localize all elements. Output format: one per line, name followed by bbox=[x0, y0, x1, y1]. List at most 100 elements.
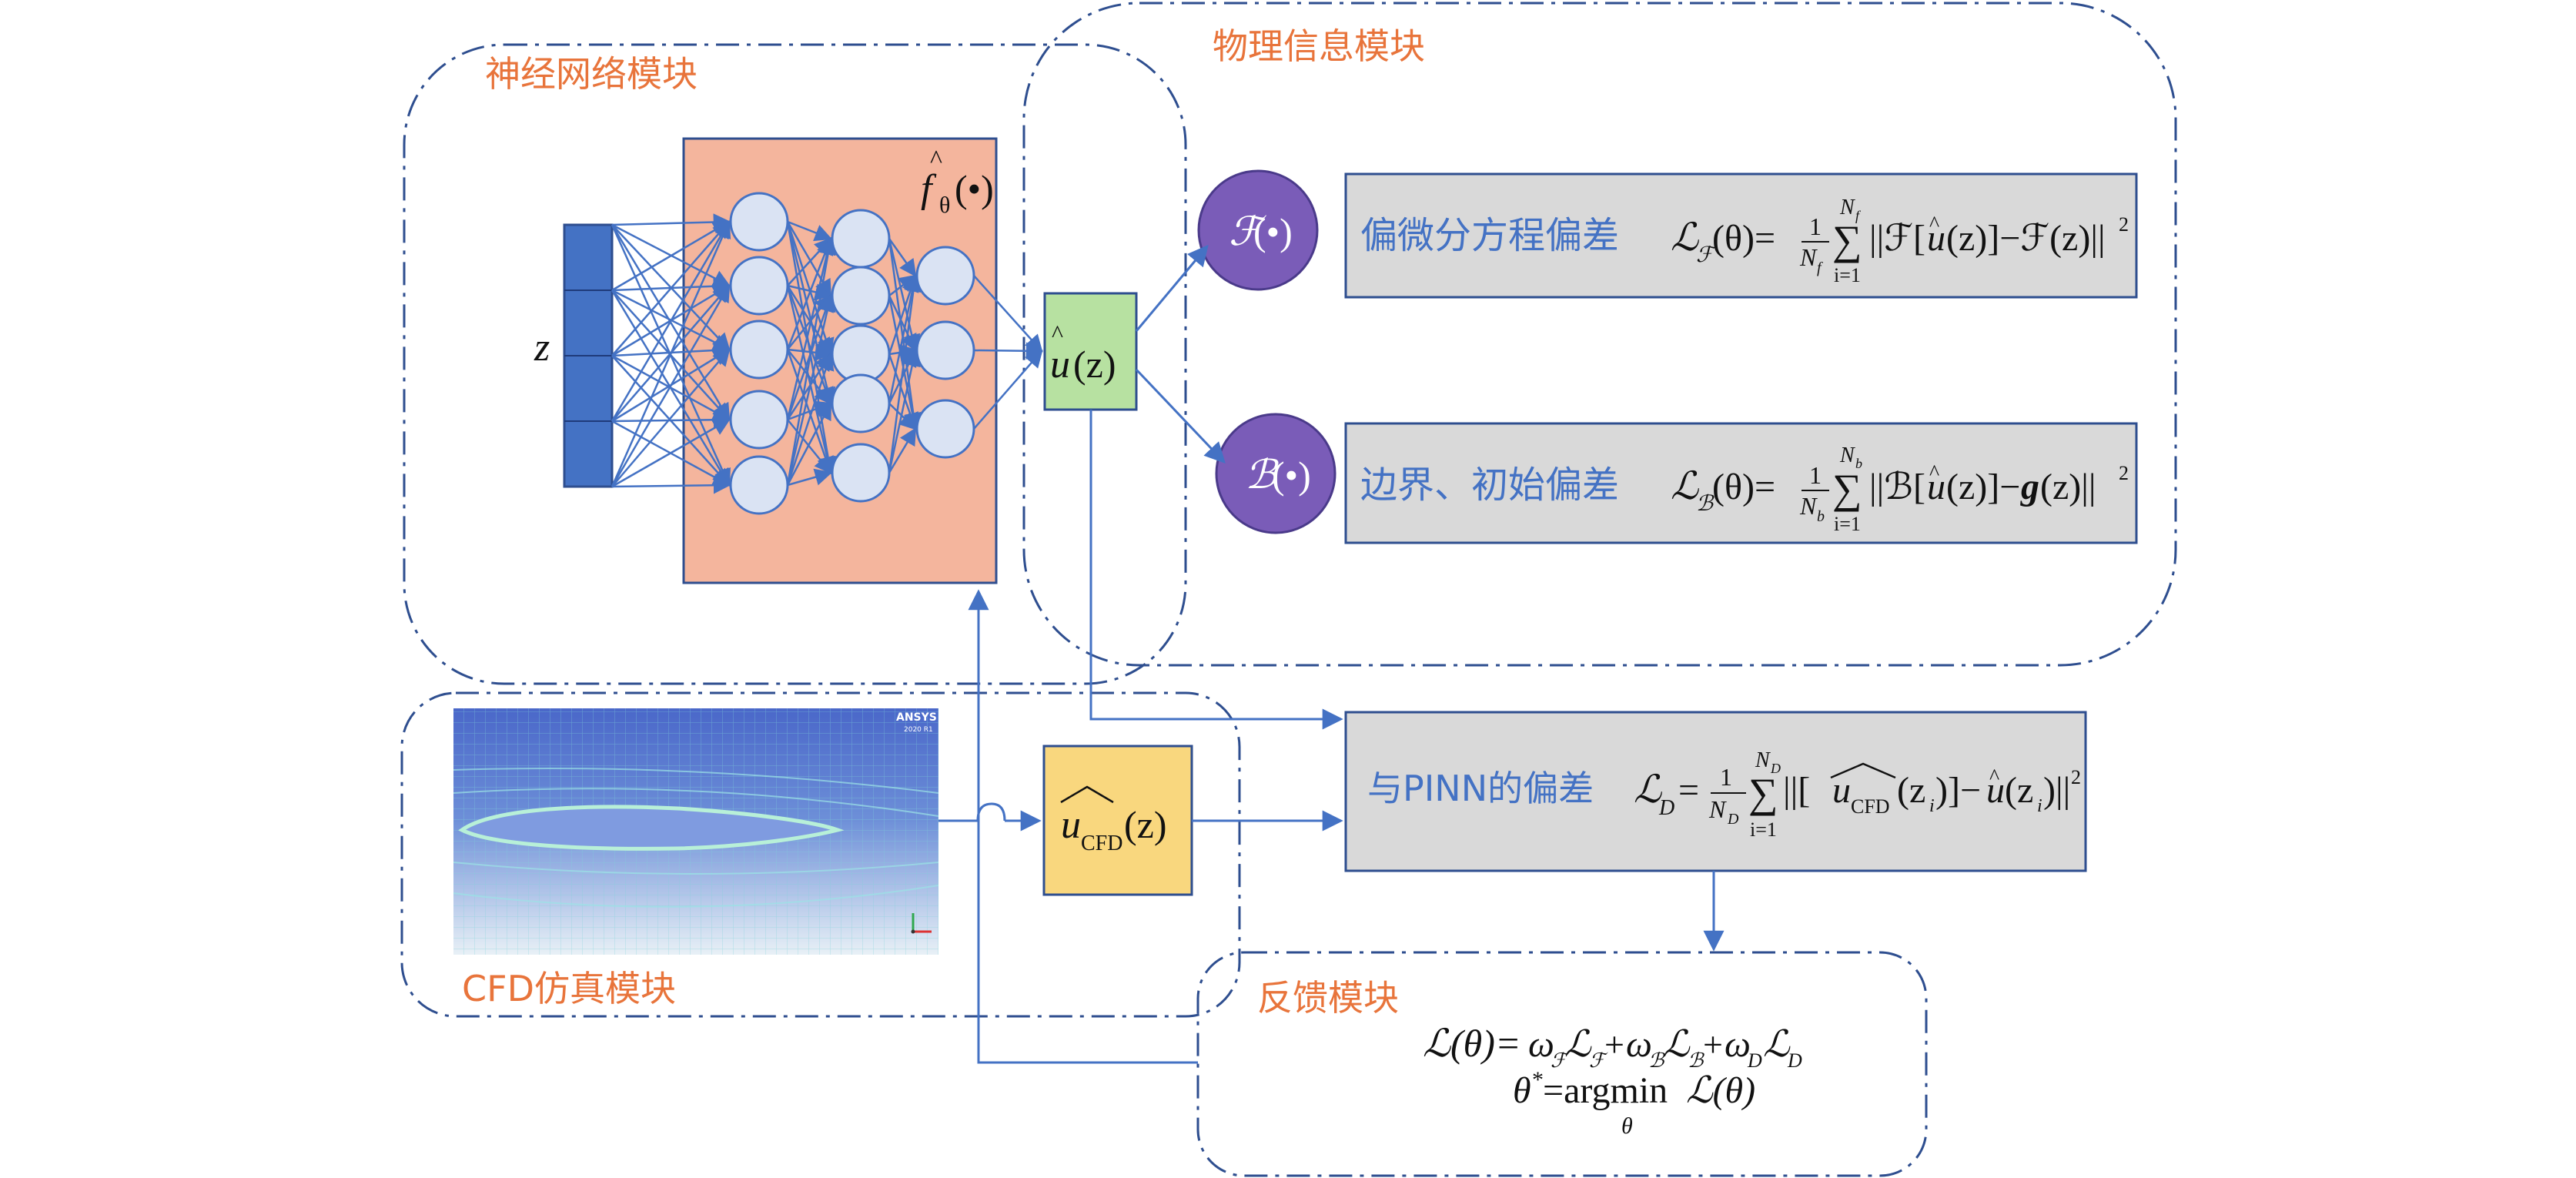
input-edge bbox=[611, 220, 731, 292]
pde-square: 2 bbox=[2119, 213, 2129, 236]
bc-body-g: g bbox=[2020, 467, 2039, 507]
ucfd-u: u bbox=[1061, 803, 1081, 847]
data-frac-den-sub: D bbox=[1727, 811, 1739, 828]
network-output-box bbox=[1043, 292, 1138, 411]
fb-eq1-w1: ω bbox=[1528, 1024, 1554, 1065]
fb-eq1-L2: ℒ bbox=[1663, 1024, 1691, 1065]
data-frac-num: 1 bbox=[1720, 763, 1732, 791]
bc-loss-content: 边界、初始偏差 ℒ ℬ (θ)= 1 N b N b ∑ i=1 ||ℬ[ ^ … bbox=[1360, 443, 2129, 535]
input-edge bbox=[611, 418, 731, 488]
pde-L: ℒ bbox=[1671, 216, 1699, 259]
neuron-l2-n1 bbox=[915, 320, 975, 380]
pde-loss-content: 偏微分方程偏差 ℒ ℱ (θ)= 1 N f N f ∑ i=1 ||ℱ[ ^ … bbox=[1360, 196, 2129, 286]
arrow-output-to-F bbox=[1135, 244, 1209, 332]
fb-eq2-under-theta: θ bbox=[1621, 1113, 1633, 1139]
bc-sum-top-sub: b bbox=[1855, 456, 1862, 471]
data-body-a: ||[ bbox=[1783, 770, 1810, 811]
neuron-l1-n3 bbox=[831, 373, 891, 433]
feedback-module-border bbox=[1196, 951, 1928, 1177]
data-sum-bottom: i=1 bbox=[1750, 818, 1777, 841]
bc-frac-den: N bbox=[1799, 492, 1818, 520]
fb-eq2-argmin: =argmin bbox=[1543, 1070, 1668, 1111]
nn-module-title: 神经网络模块 bbox=[485, 53, 698, 95]
fb-eq1-plus2: + bbox=[1703, 1025, 1723, 1064]
bc-body-hat: ^ bbox=[1929, 461, 1939, 485]
input-edge bbox=[611, 219, 731, 487]
data-body-widehat bbox=[1830, 762, 1896, 779]
ucfd-sub: CFD bbox=[1081, 832, 1122, 855]
fb-eq2-L: ℒ(θ) bbox=[1686, 1070, 1755, 1111]
mesh-streamlines bbox=[453, 768, 939, 908]
pde-frac-den: N bbox=[1799, 243, 1818, 271]
fb-eq1-lhs: ℒ(θ)= bbox=[1423, 1022, 1521, 1065]
fb-eq2-theta: θ bbox=[1513, 1070, 1531, 1111]
pde-body-u: u bbox=[1927, 218, 1945, 259]
hidden-edge bbox=[786, 293, 836, 486]
data-L-sub: D bbox=[1658, 796, 1674, 820]
fb-eq1-L2-sub: ℬ bbox=[1688, 1049, 1705, 1072]
pde-sum-sign: ∑ bbox=[1832, 217, 1862, 263]
output-edge bbox=[973, 342, 1044, 360]
hidden-edge bbox=[787, 349, 832, 405]
data-body-d-sub: i bbox=[2037, 796, 2042, 816]
hidden-edge bbox=[786, 236, 836, 420]
output-u: u bbox=[1050, 343, 1070, 387]
data-body-e: )|| bbox=[2043, 770, 2070, 811]
nn-module-border bbox=[403, 43, 1187, 685]
neuron-l2-n2 bbox=[915, 399, 975, 459]
neuron-l1-n4 bbox=[831, 443, 891, 503]
bc-square: 2 bbox=[2119, 462, 2129, 484]
neuron-l2-n0 bbox=[915, 246, 975, 306]
hidden-edge bbox=[786, 285, 834, 406]
arrow-output-to-data-loss bbox=[1089, 410, 1343, 730]
data-loss-box bbox=[1344, 711, 2087, 872]
bc-theta: (θ)= bbox=[1712, 467, 1775, 507]
ansys-logo: ANSYS bbox=[896, 711, 937, 724]
data-sum-top: N bbox=[1755, 748, 1771, 772]
data-theta: = bbox=[1678, 770, 1699, 811]
input-vector-block bbox=[563, 223, 614, 488]
input-symbol-z: z bbox=[534, 326, 550, 370]
network-function-label: ^ f θ (•) bbox=[921, 146, 994, 218]
hidden-edge bbox=[787, 220, 833, 242]
fb-eq1-L1: ℒ bbox=[1564, 1024, 1592, 1065]
fb-eq1-w2-sub: ℬ bbox=[1648, 1049, 1665, 1072]
hidden-edge bbox=[888, 238, 917, 277]
feedback-equation-total-loss: ℒ(θ)= ω ℱ ℒ ℱ + ω ℬ ℒ ℬ + ω D ℒ D bbox=[1423, 1022, 1802, 1072]
pde-loss-label: 偏微分方程偏差 bbox=[1360, 214, 1619, 257]
hidden-edge bbox=[888, 295, 917, 353]
input-edge bbox=[611, 220, 731, 356]
function-subscript-theta: θ bbox=[939, 192, 950, 218]
hidden-edge bbox=[888, 238, 921, 353]
arrow-mesh-to-ucfd-hop bbox=[976, 802, 1006, 822]
data-body-b: (z bbox=[1897, 770, 1925, 811]
bc-loss-label: 边界、初始偏差 bbox=[1360, 464, 1619, 507]
hidden-edge bbox=[787, 468, 833, 487]
feedback-equation-argmin: θ * =argmin ℒ(θ) θ bbox=[1513, 1067, 1755, 1139]
pde-body-a: ||ℱ[ bbox=[1869, 218, 1925, 259]
data-L: ℒ bbox=[1634, 768, 1662, 811]
data-loss-label: 与PINN的偏差 bbox=[1367, 768, 1594, 809]
bc-loss-box bbox=[1344, 422, 2138, 544]
hidden-edge bbox=[888, 348, 921, 474]
operator-F-symbol: ℱ bbox=[1229, 210, 1266, 254]
pde-frac-num: 1 bbox=[1809, 213, 1822, 240]
neuron-l0-n3 bbox=[729, 390, 789, 450]
data-loss-content: 与PINN的偏差 ℒ D = 1 N D N D ∑ i=1 ||[ u CFD… bbox=[1367, 748, 2081, 841]
physics-module-title: 物理信息模块 bbox=[1213, 25, 1425, 67]
neuron-l0-n2 bbox=[729, 320, 789, 380]
output-edge bbox=[973, 350, 1043, 430]
pde-sum-top: N bbox=[1839, 196, 1855, 219]
bc-L-sub: ℬ bbox=[1696, 492, 1715, 516]
hidden-edge bbox=[786, 285, 832, 356]
hidden-edge bbox=[888, 403, 917, 430]
data-body-b-sub: i bbox=[1929, 796, 1935, 816]
data-body-d: (z bbox=[2005, 770, 2033, 811]
data-sum-sign: ∑ bbox=[1748, 770, 1778, 816]
input-edge bbox=[611, 477, 731, 494]
hidden-edge bbox=[786, 236, 837, 486]
output-hat: ^ bbox=[1052, 320, 1063, 347]
ucfd-arg: (z) bbox=[1124, 803, 1167, 846]
neuron-l1-n0 bbox=[831, 209, 891, 269]
